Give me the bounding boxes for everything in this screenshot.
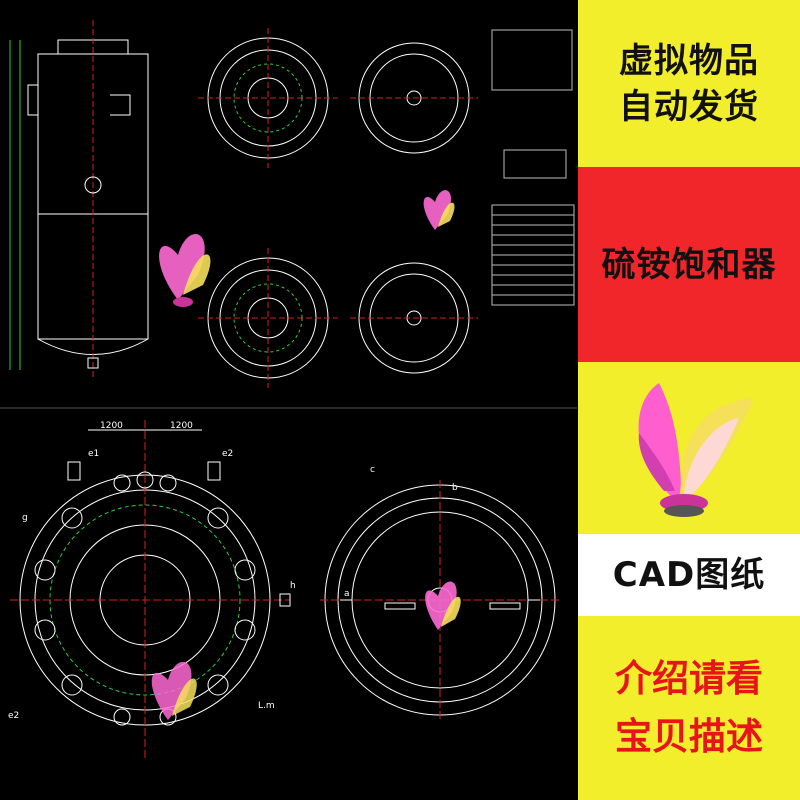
plan-view-3 xyxy=(198,248,338,388)
feather-shuttlecock-icon xyxy=(151,661,197,720)
panel-virtual-goods: 虚拟物品 自动发货 xyxy=(578,0,800,167)
product-name: 硫铵饱和器 xyxy=(601,244,777,285)
feather-shuttlecock-icon xyxy=(638,383,754,517)
nozzle-label-e1: e1 xyxy=(88,449,99,459)
feather-shuttlecock-icon xyxy=(425,581,461,630)
text-virtual-goods: 虚拟物品 xyxy=(619,40,759,81)
large-plan-left xyxy=(10,420,291,760)
dim-label-1: 1200 xyxy=(100,421,123,431)
nozzle-label-a: a xyxy=(344,589,350,599)
spec-tables xyxy=(491,29,575,306)
plan-view-4 xyxy=(350,262,478,374)
plan-view-1 xyxy=(198,28,338,168)
feather-shuttlecock-icon xyxy=(159,233,211,307)
panel-product-name: 硫铵饱和器 xyxy=(578,167,800,362)
panel-feather-image xyxy=(578,362,800,534)
note-line-2: 宝贝描述 xyxy=(615,715,763,758)
nozzle-label-h: h xyxy=(290,581,296,591)
nozzle-label-c: c xyxy=(370,465,375,475)
format-label: CAD图纸 xyxy=(612,555,766,595)
nozzle-label-e2b: e2 xyxy=(8,711,19,721)
nozzle-label-e2: e2 xyxy=(222,449,233,459)
nozzle-label-b: b xyxy=(452,483,458,493)
feather-shuttlecock-icon xyxy=(423,190,455,230)
large-plan-right xyxy=(320,480,560,720)
vessel-elevation xyxy=(9,20,149,380)
panel-cad-drawings: CAD图纸 xyxy=(578,534,800,616)
text-auto-delivery: 自动发货 xyxy=(619,86,759,127)
note-line-1: 介绍请看 xyxy=(615,657,763,700)
nozzle-label-g: g xyxy=(22,513,28,523)
cad-drawing-svg: 1200 1200 e1 e2 g c h e2 L.m a b xyxy=(0,20,577,760)
plan-view-2 xyxy=(350,42,478,154)
dim-label-2: 1200 xyxy=(170,421,193,431)
cad-drawing-area: 1200 1200 e1 e2 g c h e2 L.m a b xyxy=(0,20,577,760)
panel-see-description: 介绍请看 宝贝描述 xyxy=(578,616,800,800)
nozzle-label-lm: L.m xyxy=(258,701,275,711)
